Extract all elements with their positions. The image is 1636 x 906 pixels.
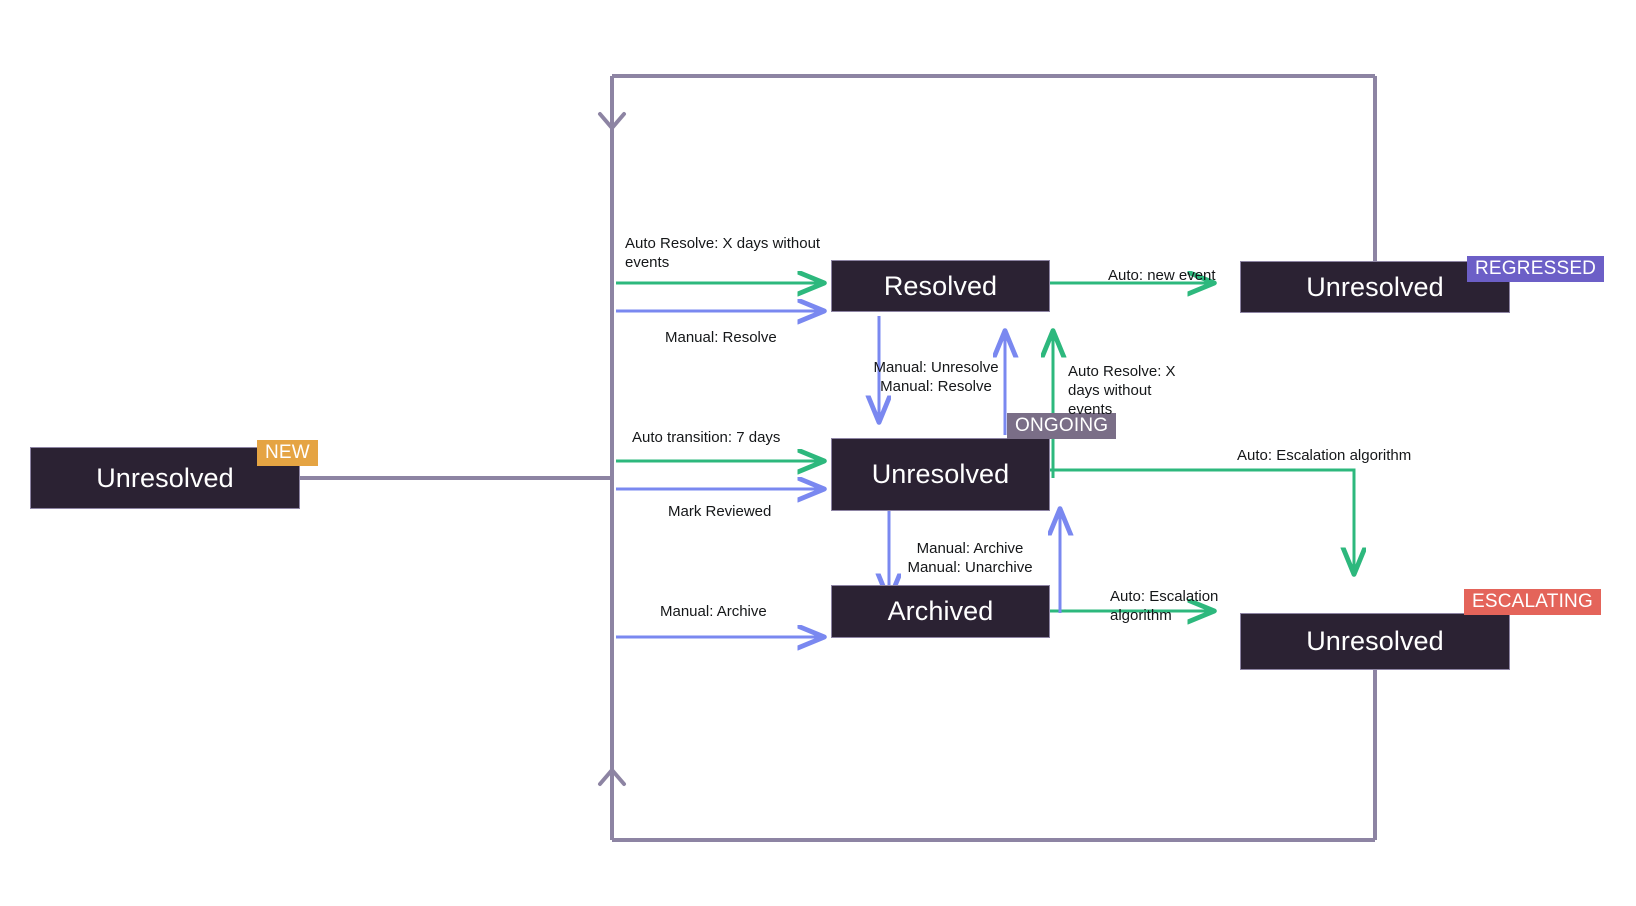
edge-label-auto-resolve-days-up: Auto Resolve: X days without events bbox=[1068, 363, 1176, 418]
badge-new: NEW bbox=[257, 440, 318, 466]
node-label: Unresolved bbox=[1306, 626, 1444, 656]
node-unresolved-ongoing[interactable]: Unresolved bbox=[831, 438, 1050, 511]
badge-regressed: REGRESSED bbox=[1467, 256, 1605, 282]
edge-label-manual-resolve: Manual: Resolve bbox=[665, 329, 777, 346]
frame-arrowheads bbox=[598, 112, 626, 786]
node-unresolved-regressed[interactable]: Unresolved bbox=[1240, 261, 1510, 313]
node-label: Unresolved bbox=[96, 462, 234, 493]
node-unresolved-escalating[interactable]: Unresolved bbox=[1240, 613, 1510, 670]
node-label: Archived bbox=[887, 596, 994, 626]
node-label: Unresolved bbox=[871, 459, 1010, 489]
arrow-up-left-trunk bbox=[598, 768, 626, 786]
node-label: Resolved bbox=[883, 270, 998, 301]
edge-auto-escalation-ongoing-to-escalating bbox=[1050, 468, 1354, 572]
node-unresolved-new[interactable]: Unresolved bbox=[30, 447, 300, 509]
edge-label-auto-resolve-days: Auto Resolve: X days without events bbox=[625, 235, 821, 271]
edge-label-auto-escalation-bottom: Auto: Escalation algorithm bbox=[1110, 588, 1219, 624]
arrow-down-left-trunk bbox=[598, 112, 626, 130]
node-archived[interactable]: Archived bbox=[831, 585, 1050, 638]
edge-label-auto-transition-7-days: Auto transition: 7 days bbox=[632, 429, 781, 446]
edge-label-manual-archive-left: Manual: Archive bbox=[660, 603, 767, 620]
edge-label-auto-escalation-top: Auto: Escalation algorithm bbox=[1237, 447, 1412, 464]
badge-escalating: ESCALATING bbox=[1464, 589, 1601, 615]
node-resolved[interactable]: Resolved bbox=[831, 260, 1050, 312]
edge-label-mark-reviewed: Mark Reviewed bbox=[668, 503, 772, 520]
edge-label-manual-unresolve-resolve: Manual: Unresolve Manual: Resolve bbox=[873, 359, 999, 395]
edge-label-auto-new-event: Auto: new event bbox=[1108, 267, 1216, 284]
edge-label-manual-archive-unarchive: Manual: Archive Manual: Unarchive bbox=[907, 540, 1033, 576]
node-label: Unresolved bbox=[1306, 271, 1444, 302]
badge-ongoing: ONGOING bbox=[1007, 413, 1117, 439]
